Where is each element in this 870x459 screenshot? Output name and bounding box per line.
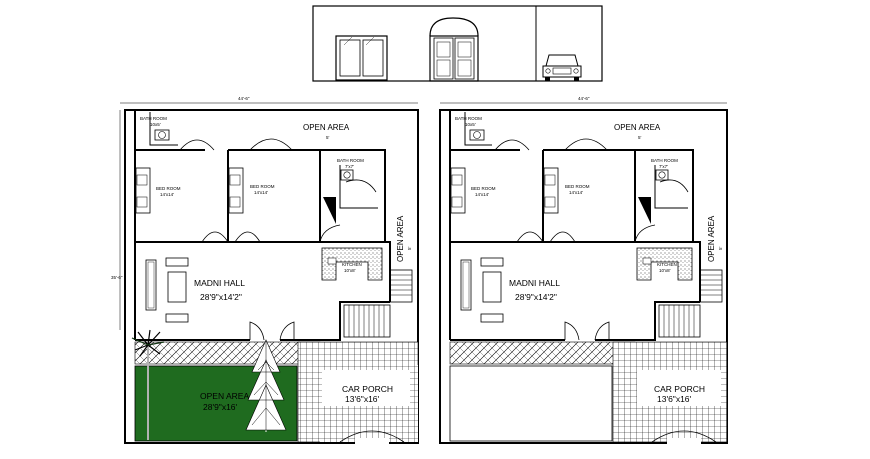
plan-1-open-area-top-dim: 5' [326, 135, 330, 140]
plan-1-bath-room-2-label: BATH ROOM [337, 158, 364, 163]
plan-1-width-dimension: 44'-6" [238, 96, 250, 101]
plan-2-hall-label: MADNI HALL [509, 278, 560, 288]
plan-2-hall-dim: 28'9"x14'2" [515, 292, 557, 302]
plan-1-depth-dimension: 35'-6" [111, 275, 123, 280]
plan-2-width-dimension: 44'-6" [578, 96, 590, 101]
plan-2-open-area-side-dim: 5' [718, 246, 723, 250]
front-elevation [312, 5, 603, 82]
plan-2-bath-room-2-dim: 7'x7' [659, 164, 668, 169]
plan-1-open-area-side-dim: 5' [407, 246, 412, 250]
plan-1-open-area-side-label: OPEN AREA [396, 215, 405, 262]
plan-1-hall-label: MADNI HALL [194, 278, 245, 288]
plan-1-open-area-top-label: OPEN AREA [303, 123, 350, 132]
plan-1-bed-room-2-label: BED ROOM [250, 184, 275, 189]
plan-1-car-porch-label: CAR PORCH [342, 384, 393, 394]
plan-1-bed-room-1-label: BED ROOM [156, 186, 181, 191]
plan-1-bath-room-1-dim: 10x5' [150, 122, 161, 127]
plan-2-stairs [658, 269, 723, 338]
plan-2-open-area-top-dim: 5' [638, 135, 642, 140]
plan-1-bed-room-1-dim: 14'x14' [160, 192, 174, 197]
plan-2-bed-room-2-label: BED ROOM [565, 184, 590, 189]
plan-2-bath-room-1-label: BATH ROOM [455, 116, 482, 121]
plan-1-car-porch-dim: 13'6"x16' [345, 394, 380, 404]
plan-2-bath-room-1-dim: 10x5' [465, 122, 476, 127]
plan-1-kitchen-dim: 10'x8' [344, 268, 356, 273]
plan-2-open-area-top-label: OPEN AREA [614, 123, 661, 132]
plan-2-bed-room-1-dim: 14'x14' [475, 192, 489, 197]
floor-plan-2: 44'-6" [439, 96, 728, 444]
plan-2-open-area-side-label: OPEN AREA [707, 215, 716, 262]
plan-2-kitchen-dim: 10'x8' [659, 268, 671, 273]
car-front-icon [542, 54, 582, 81]
plan-2-bath-room-2-label: BATH ROOM [651, 158, 678, 163]
arched-double-door-icon [429, 17, 479, 82]
plan-1-kitchen-label: KITCHEN [342, 262, 362, 267]
plan-2-bed-room-2-dim: 14'x14' [569, 190, 583, 195]
plan-2-car-porch-dim: 13'6"x16' [657, 394, 692, 404]
floor-plan-1: 44'-6" 35'-6" [111, 96, 419, 444]
plan-2-car-porch-label: CAR PORCH [654, 384, 705, 394]
plan-1-bed-room-2-dim: 14'x14' [254, 190, 268, 195]
plan-2-bed-room-1-label: BED ROOM [471, 186, 496, 191]
plan-1-garden-label: OPEN AREA [200, 391, 249, 401]
plan-1-hall-dim: 28'9"x14'2" [200, 292, 242, 302]
plan-1-bath-room-1-label: BATH ROOM [140, 116, 167, 121]
plan-1-stairs [343, 269, 413, 338]
plan-1-garden-dim: 28'9"x16' [203, 402, 238, 412]
plan-1-bath-room-2-dim: 7'x7' [345, 164, 354, 169]
pine-tree-icon [245, 338, 287, 432]
plan-2-kitchen-label: KITCHEN [657, 262, 677, 267]
plan-2-open-lawn [449, 365, 613, 442]
sliding-window-icon [335, 35, 388, 81]
palm-tree-icon [131, 329, 165, 440]
